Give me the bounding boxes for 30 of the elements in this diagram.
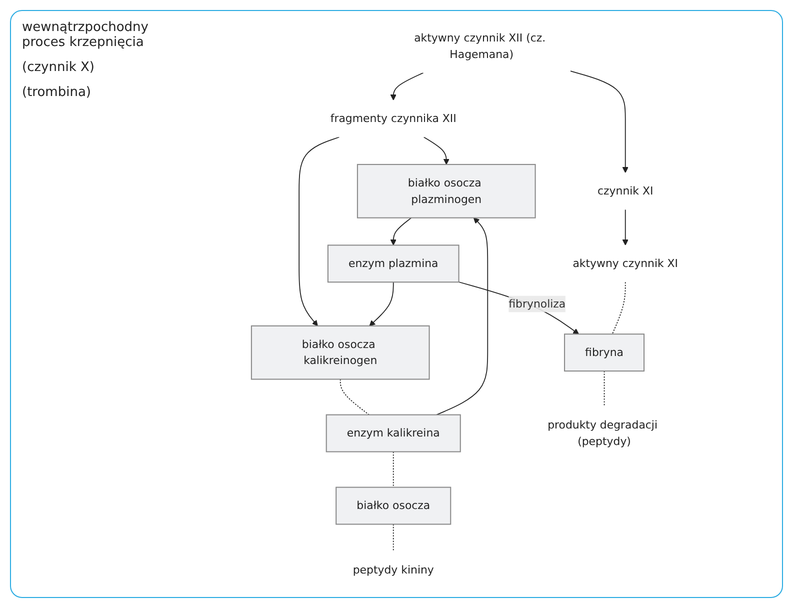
node-text: produkty degradacji (peptydy) [548,418,658,448]
node-box: enzym plazmina [327,244,460,283]
connector [604,370,605,408]
node-box: białko osocza plazminogen [356,164,536,218]
note-text: (czynnik X) [22,60,96,75]
node-box: fibryna [564,334,645,372]
edge-label: fibrynoliza [508,297,566,310]
arrow [390,217,412,246]
arrow [390,72,424,100]
arrow [622,209,628,246]
connector [392,524,394,552]
connector [340,378,370,416]
node-text: fragmenty czynnika XII [330,112,456,125]
node-text: czynnik XI [598,184,654,198]
arrow [423,136,450,165]
arrow [298,136,340,326]
node-box: enzym kalikreina [326,414,461,452]
node-text: aktywny czynnik XI [572,256,678,270]
node-text: peptydy kininy [352,563,434,576]
arrow [458,282,580,334]
connector [612,282,626,335]
arrow [570,70,628,173]
arrow [436,218,488,416]
note-text: (trombina) [22,85,92,100]
note-text: wewnątrzpochodny proces krzepnięcia [22,20,150,50]
node-box: białko osocza kalikreinogen [250,325,430,380]
node-text: aktywny czynnik XII (cz. Hagemana) [414,31,546,61]
connector [392,451,394,488]
arrow [369,282,394,326]
node-box: białko osocza [336,486,452,525]
